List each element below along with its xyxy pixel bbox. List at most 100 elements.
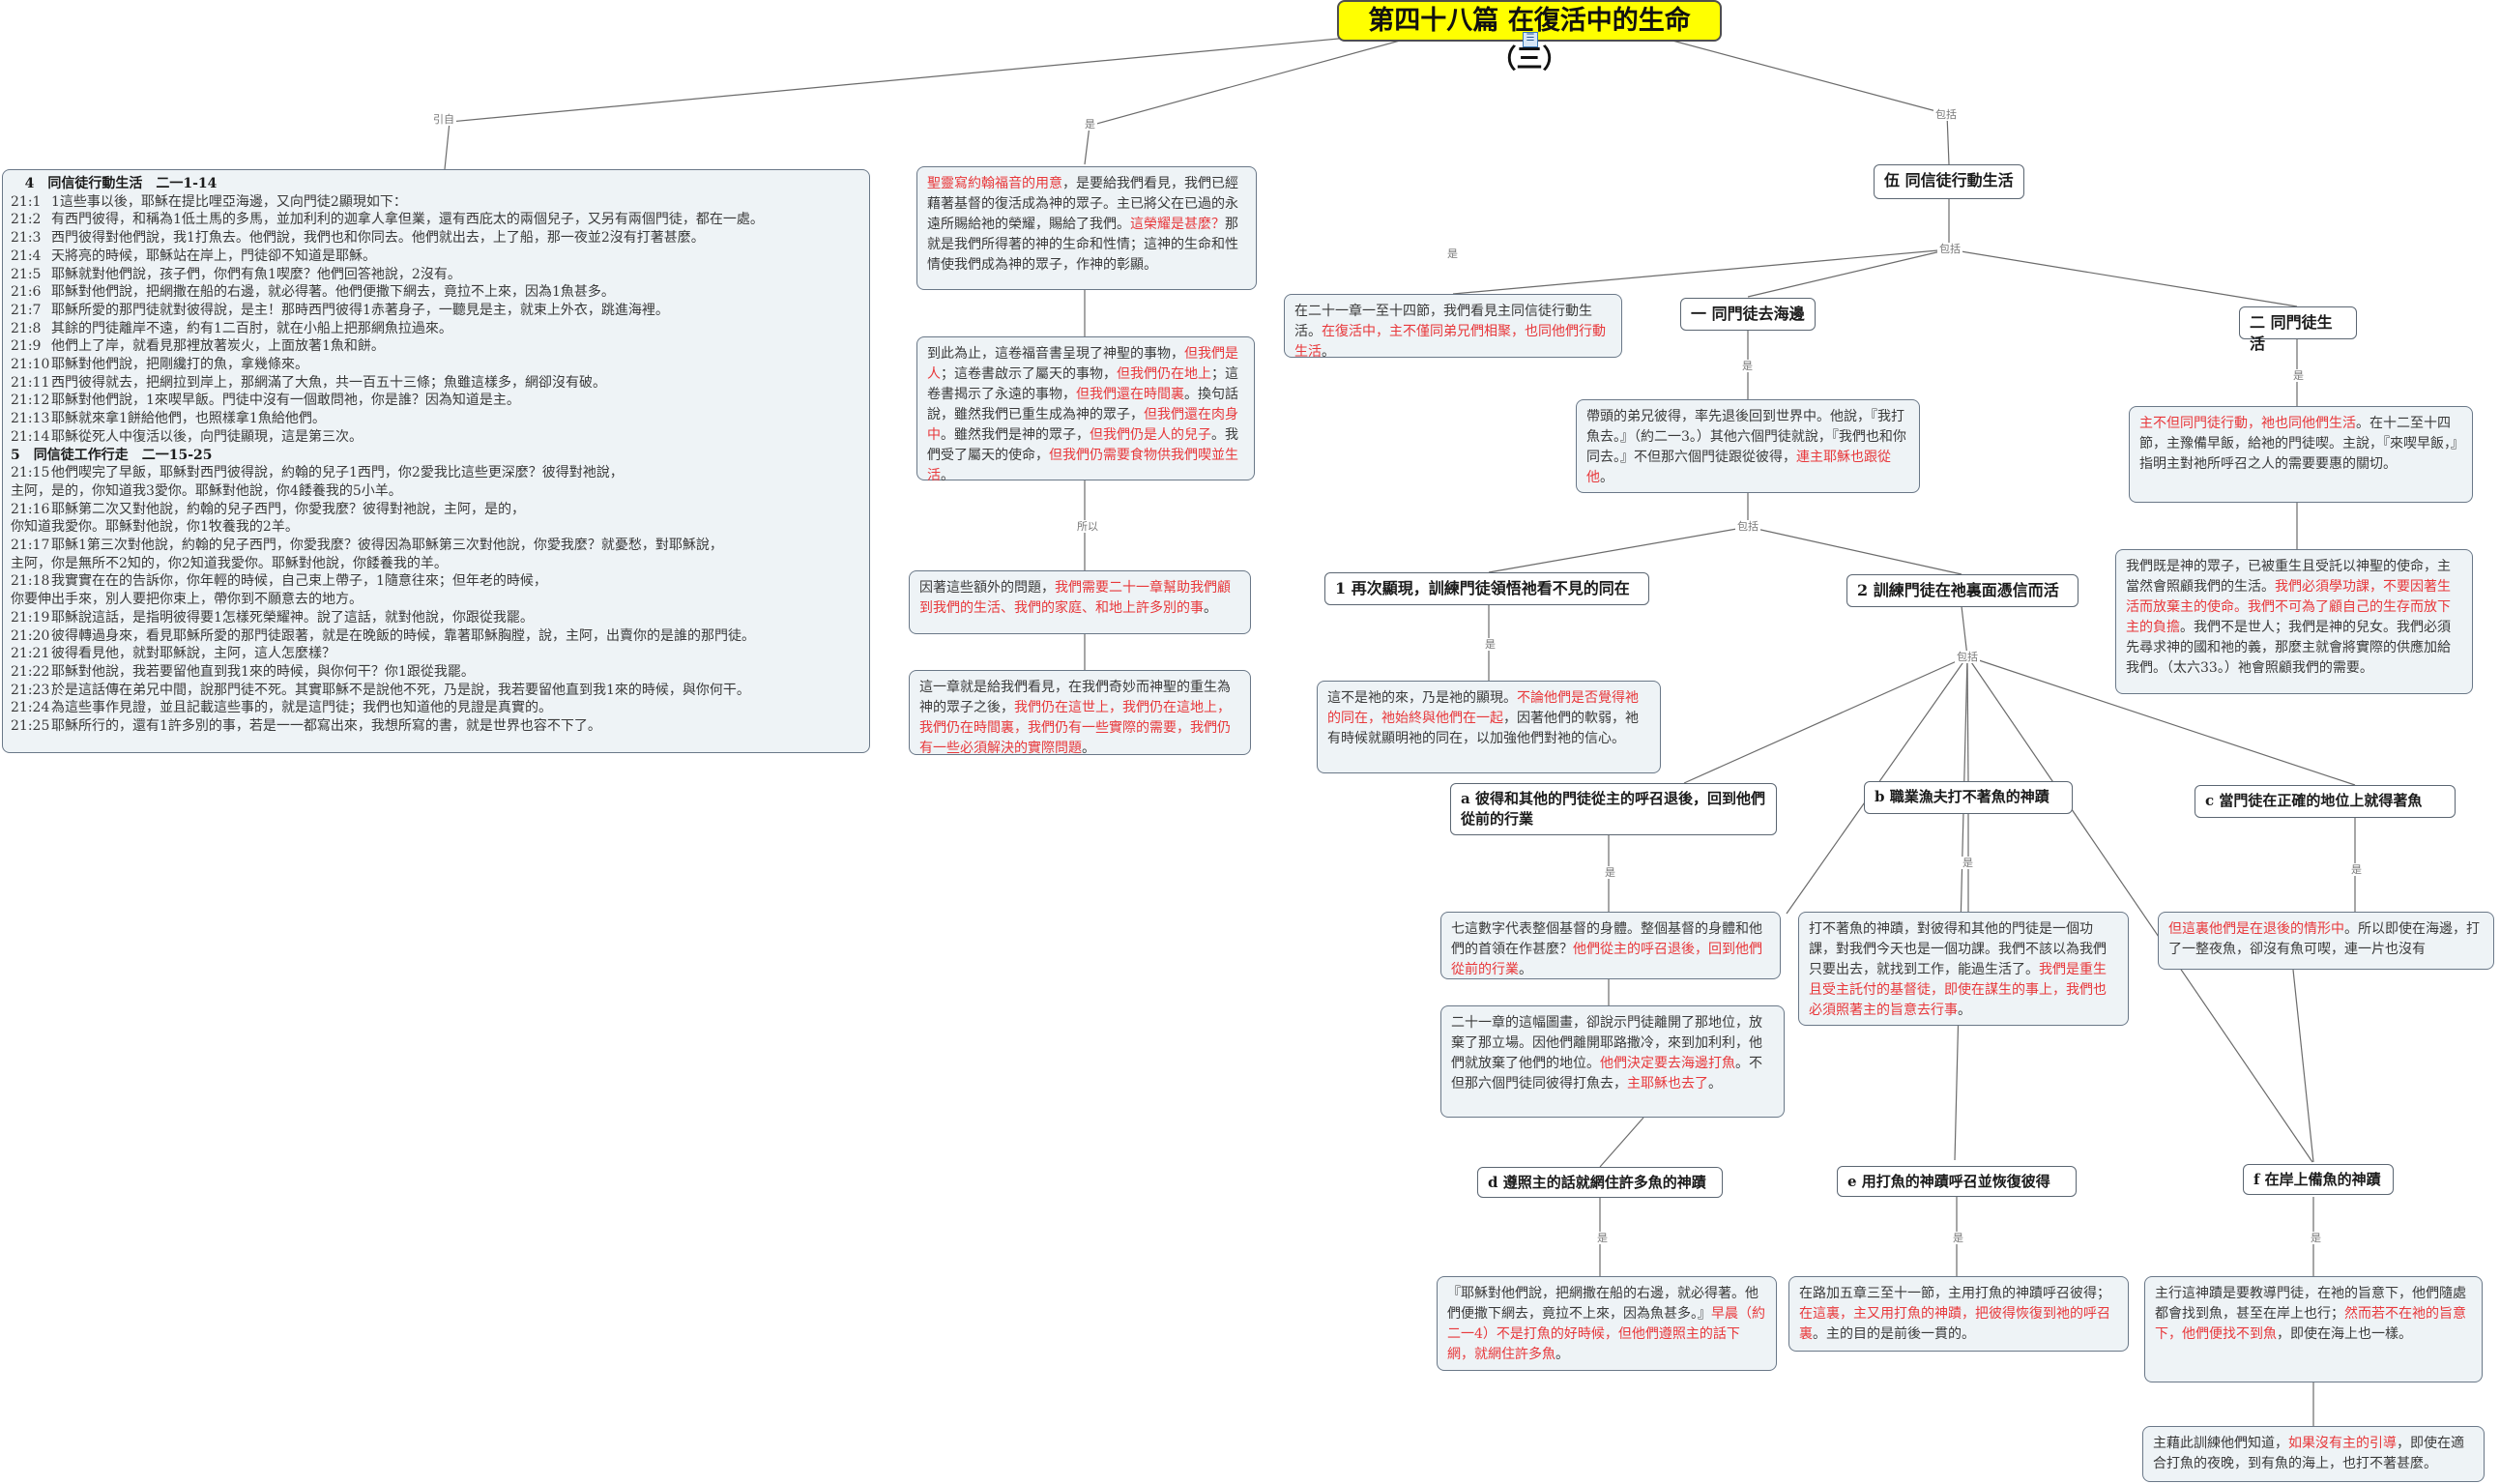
body-text: 。我們不是世人；我們是神的兒女。我們必須先尋求神的國和祂的義，那麼主就會將實際的… [2126,620,2451,676]
node-text: 打不著魚的神蹟，對彼得和其他的門徒是一個功課，對我們今天也是一個功課。我們不該以… [1809,919,2118,1021]
body-text: 這一章就是給我們看見，在我們奇妙而神聖的重生為神的眾子之後， [919,680,1231,715]
body-text: 在二十一章一至十四節，我們看見主同信徒行動生活。 [1294,304,1592,339]
topic-b[interactable]: b 職業漁夫打不著魚的神蹟 [1864,781,2073,814]
d-desc-node[interactable]: 『耶穌對他們說，把網撒在船的右邊，就必得著。他們便撒下網去，竟拉不上來，因為魚甚… [1437,1276,1777,1371]
body-text: 。主的目的是前後一貫的。 [1813,1326,1975,1342]
topic-f[interactable]: f 在岸上備魚的神蹟 [2243,1164,2394,1195]
verse-number: 21:19 [11,609,50,626]
link-wu-er [1948,248,2298,307]
label-shi: 是 [2291,369,2306,382]
chapter-summary-node[interactable]: 這一章就是給我們看見，在我們奇妙而神聖的重生為神的眾子之後，我們仍在這世上，我們… [909,670,1251,756]
node-text: 七這數字代表整個基督的身體。整個基督的身體和他們的首領在作甚麼？他們從主的呼召退… [1451,919,1770,980]
highlight-text: 主不但同門徒行動，祂也同他們生活 [2139,416,2356,431]
verse-number: 21:13 [11,411,50,427]
verse-text: 主阿，你是無所不2知的，你2知道我愛你。耶穌對他說，你餧養我的羊。 [11,555,448,571]
er-desc-node[interactable]: 主不但同門徒行動，祂也同他們生活。在十二至十四節，主豫備早飯，給祂的門徒喫。主說… [2129,406,2473,503]
node-text: 主行這神蹟是要教導門徒，在祂的旨意下，他們隨處都會找到魚，甚至在岸上也行；然而若… [2155,1284,2472,1345]
body-text: 那就是我們所得著的神的生命和性情；這神的生命和性情使我們成為神的眾子，作神的彰顯… [927,217,1238,273]
body-text: 。 [1204,600,1217,616]
verse-number: 21:17 [11,538,50,554]
a-desc-node[interactable]: 七這數字代表整個基督的身體。整個基督的身體和他們的首領在作甚麼？他們從主的呼召退… [1440,912,1781,979]
highlight-text: 但這裏他們是在退後的情形中 [2168,921,2344,937]
label-baokuo: 包括 [1937,243,1962,255]
verse-text: 耶穌所行的，還有1許多別的事，若是一一都寫出來，我想所寫的書，就是世界也容不下了… [51,718,601,735]
a-desc2-node[interactable]: 二十一章的這幅圖畫，卻說示門徒離開了那地位，放棄了那立場。因他們離開耶路撒冷，來… [1440,1005,1785,1118]
label-shi: 是 [1595,1232,1610,1244]
list-icon[interactable]: ☰ [1523,32,1538,47]
yi-desc-node[interactable]: 帶頭的弟兄彼得，率先退後回到世界中。他說，『我打魚去。』（約二一3。）其他六個門… [1576,399,1920,493]
highlight-text: 連主耶穌也跟從他 [1586,450,1891,485]
f-desc2-node[interactable]: 主藉此訓練他們知道，如果沒有主的引導，即使在適合打魚的夜晚，到有魚的海上，也打不… [2142,1426,2485,1482]
topic-wu[interactable]: 伍 同信徒行動生活 [1874,164,2024,199]
topic-s2[interactable]: 2 訓練門徒在祂裏面憑信而活 [1846,574,2078,607]
divine-things-node[interactable]: 到此為止，這卷福音書呈現了神聖的事物，但我們是人；這卷書啟示了屬天的事物，但我們… [916,336,1255,483]
f-desc-node[interactable]: 主行這神蹟是要教導門徒，在祂的旨意下，他們隨處都會找到魚，甚至在岸上也行；然而若… [2144,1276,2483,1382]
body-text: 在路加五章三至十一節，主用打魚的神蹟呼召彼得； [1799,1286,2110,1301]
label-shi: 是 [1951,1232,1965,1244]
verse-text: 耶穌說這話，是指明彼得要1怎樣死榮耀神。說了這話，就對他說，你跟從我罷。 [51,609,534,626]
verse-text: 耶穌對他們說，把網撒在船的右邊，就必得著。他們便撒下網去，竟拉不上來，因為1魚甚… [51,284,615,301]
verse-number: 21:18 [11,573,50,590]
verse-line: 21:6 耶穌對他們說，把網撒在船的右邊，就必得著。他們便撒下網去，竟拉不上來，因… [11,283,861,302]
verse-number: 21:21 [11,646,50,662]
topic-c[interactable]: c 當門徒在正確的地位上就得著魚 [2195,785,2456,818]
s1-desc-node[interactable]: 這不是祂的來，乃是祂的顯現。不論他們是否覺得祂的同在，祂始終與他們在一起，因著他… [1317,681,1661,773]
verse-number: 21:1 [11,193,42,210]
body-text: 。 [1600,470,1613,485]
verse-text: 你知道我愛你。耶穌對他說，你1牧養我的2羊。 [11,519,299,536]
topic-a[interactable]: a 彼得和其他的門徒從主的呼召退後，回到他們從前的行業 [1450,783,1777,835]
er-desc2-node[interactable]: 我們既是神的眾子，已被重生且受託以神聖的使命，主當然會照顧我們的生活。我們必須學… [2115,549,2473,694]
body-text: 。 [1555,1347,1569,1362]
topic-yi[interactable]: 一 同門徒去海邊 [1680,298,1816,331]
verse-number: 21:2 [11,212,42,228]
verse-text: 為這些事作見證，並且記載這些事的，就是這門徒；我們也知道他的見證是真實的。 [51,700,552,716]
topic-s1[interactable]: 1 再次顯現，訓練門徒領悟祂看不見的同在 [1324,572,1649,605]
b-desc-node[interactable]: 打不著魚的神蹟，對彼得和其他的門徒是一個功課，對我們今天也是一個功課。我們不該以… [1798,912,2129,1026]
verse-line: 你要伸出手來，別人要把你束上，帶你到不願意去的地方。 [11,591,861,609]
body-text: 。我們受了屬天的使命， [927,427,1238,463]
verse-number: 21:6 [11,284,42,301]
wu-desc-node[interactable]: 在二十一章一至十四節，我們看見主同信徒行動生活。在復活中，主不僅同弟兄們相聚，也… [1284,294,1622,360]
topic-d[interactable]: d 遵照主的話就網住許多魚的神蹟 [1477,1167,1723,1198]
node-text: 因著這些額外的問題，我們需要二十一章幫助我們顧到我們的生活、我們的家庭、和地上許… [919,578,1240,619]
verse-number: 21:11 [11,374,50,391]
verse-text: 其餘的門徒離岸不遠，約有1二百肘，就在小船上把那網魚拉過來。 [51,320,452,336]
verse-number: 21:22 [11,663,50,680]
verse-text: 你要伸出手來，別人要把你束上，帶你到不願意去的地方。 [11,592,363,608]
intent-node[interactable]: 聖靈寫約翰福音的用意，是要給我們看見，我們已經藉著基督的復活成為神的眾子。主已將… [916,166,1257,290]
node-text: 但這裏他們是在退後的情形中。所以即使在海邊，打了一整夜魚，卻沒有魚可喫，連一片也… [2168,919,2484,960]
highlight-text: 但我們還在時間裏 [1076,387,1184,402]
node-text: 到此為止，這卷福音書呈現了神聖的事物，但我們是人；這卷書啟示了屬天的事物，但我們… [927,344,1244,486]
node-text: 主藉此訓練他們知道，如果沒有主的引導，即使在適合打魚的夜晚，到有魚的海上，也打不… [2153,1434,2474,1474]
verse-text: 他們上了岸，就看見那裡放著炭火，上面放著1魚和餅。 [51,338,385,355]
verse-text: 主阿，是的，你知道我3愛你。耶穌對他說，你4餧養我的5小羊。 [11,482,402,499]
c-desc-node[interactable]: 但這裏他們是在退後的情形中。所以即使在海邊，打了一整夜魚，卻沒有魚可喫，連一片也… [2158,912,2494,970]
label-shi: 是 [1445,247,1460,260]
e-desc-node[interactable]: 在路加五章三至十一節，主用打魚的神蹟呼召彼得；在這裏，主又用打魚的神蹟，把彼得恢… [1788,1276,2129,1352]
label-suoyi: 所以 [1075,520,1100,533]
verse-number: 21:20 [11,627,50,644]
node-text: 『耶穌對他們說，把網撒在船的右邊，就必得著。他們便撒下網去，竟拉不上來，因為魚甚… [1447,1284,1766,1365]
link-c [1966,655,2356,786]
link-root-middle [1084,34,1422,165]
node-text: 我們既是神的眾子，已被重生且受託以神聖的使命，主當然會照顧我們的生活。我們必須學… [2126,557,2462,679]
verse-line: 主阿，是的，你知道我3愛你。耶穌對他說，你4餧養我的5小羊。 [11,482,861,501]
extra-problems-node[interactable]: 因著這些額外的問題，我們需要二十一章幫助我們顧到我們的生活、我們的家庭、和地上許… [909,570,1251,634]
topic-er[interactable]: 二 同門徒生活 [2239,306,2357,353]
link-s2 [1747,526,1962,575]
topic-e[interactable]: e 用打魚的神蹟呼召並恢復彼得 [1837,1166,2077,1197]
